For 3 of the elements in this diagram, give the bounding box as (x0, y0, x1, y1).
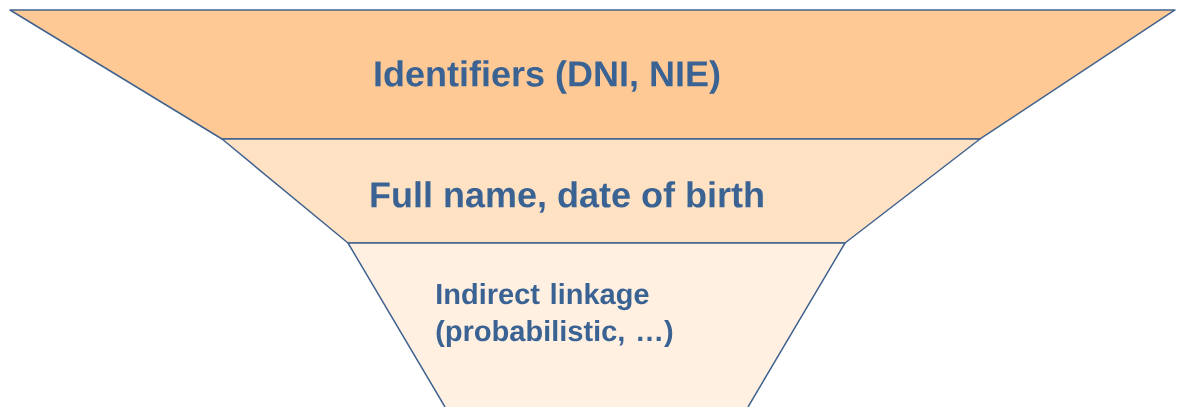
funnel-band: Full name, date of birth (221, 138, 981, 244)
funnel-band: Identifiers (DNI, NIE) (9, 9, 1176, 140)
funnel-band: Indirect linkage (probabilistic, …) (347, 242, 846, 407)
